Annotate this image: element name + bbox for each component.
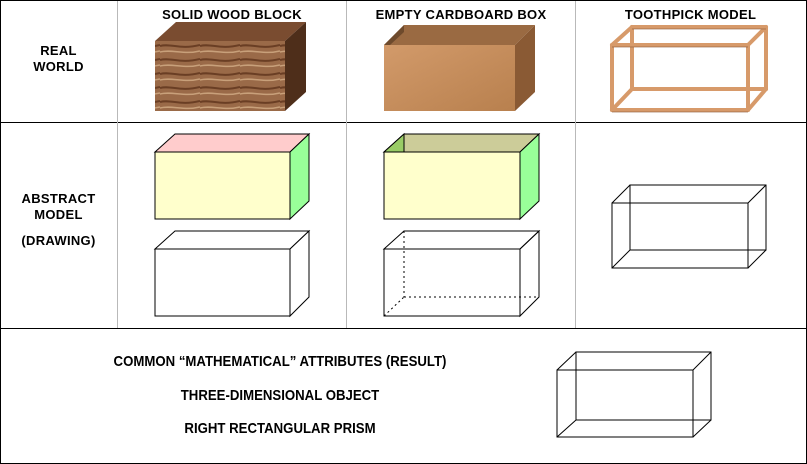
result-prism-wireframe <box>0 0 807 464</box>
